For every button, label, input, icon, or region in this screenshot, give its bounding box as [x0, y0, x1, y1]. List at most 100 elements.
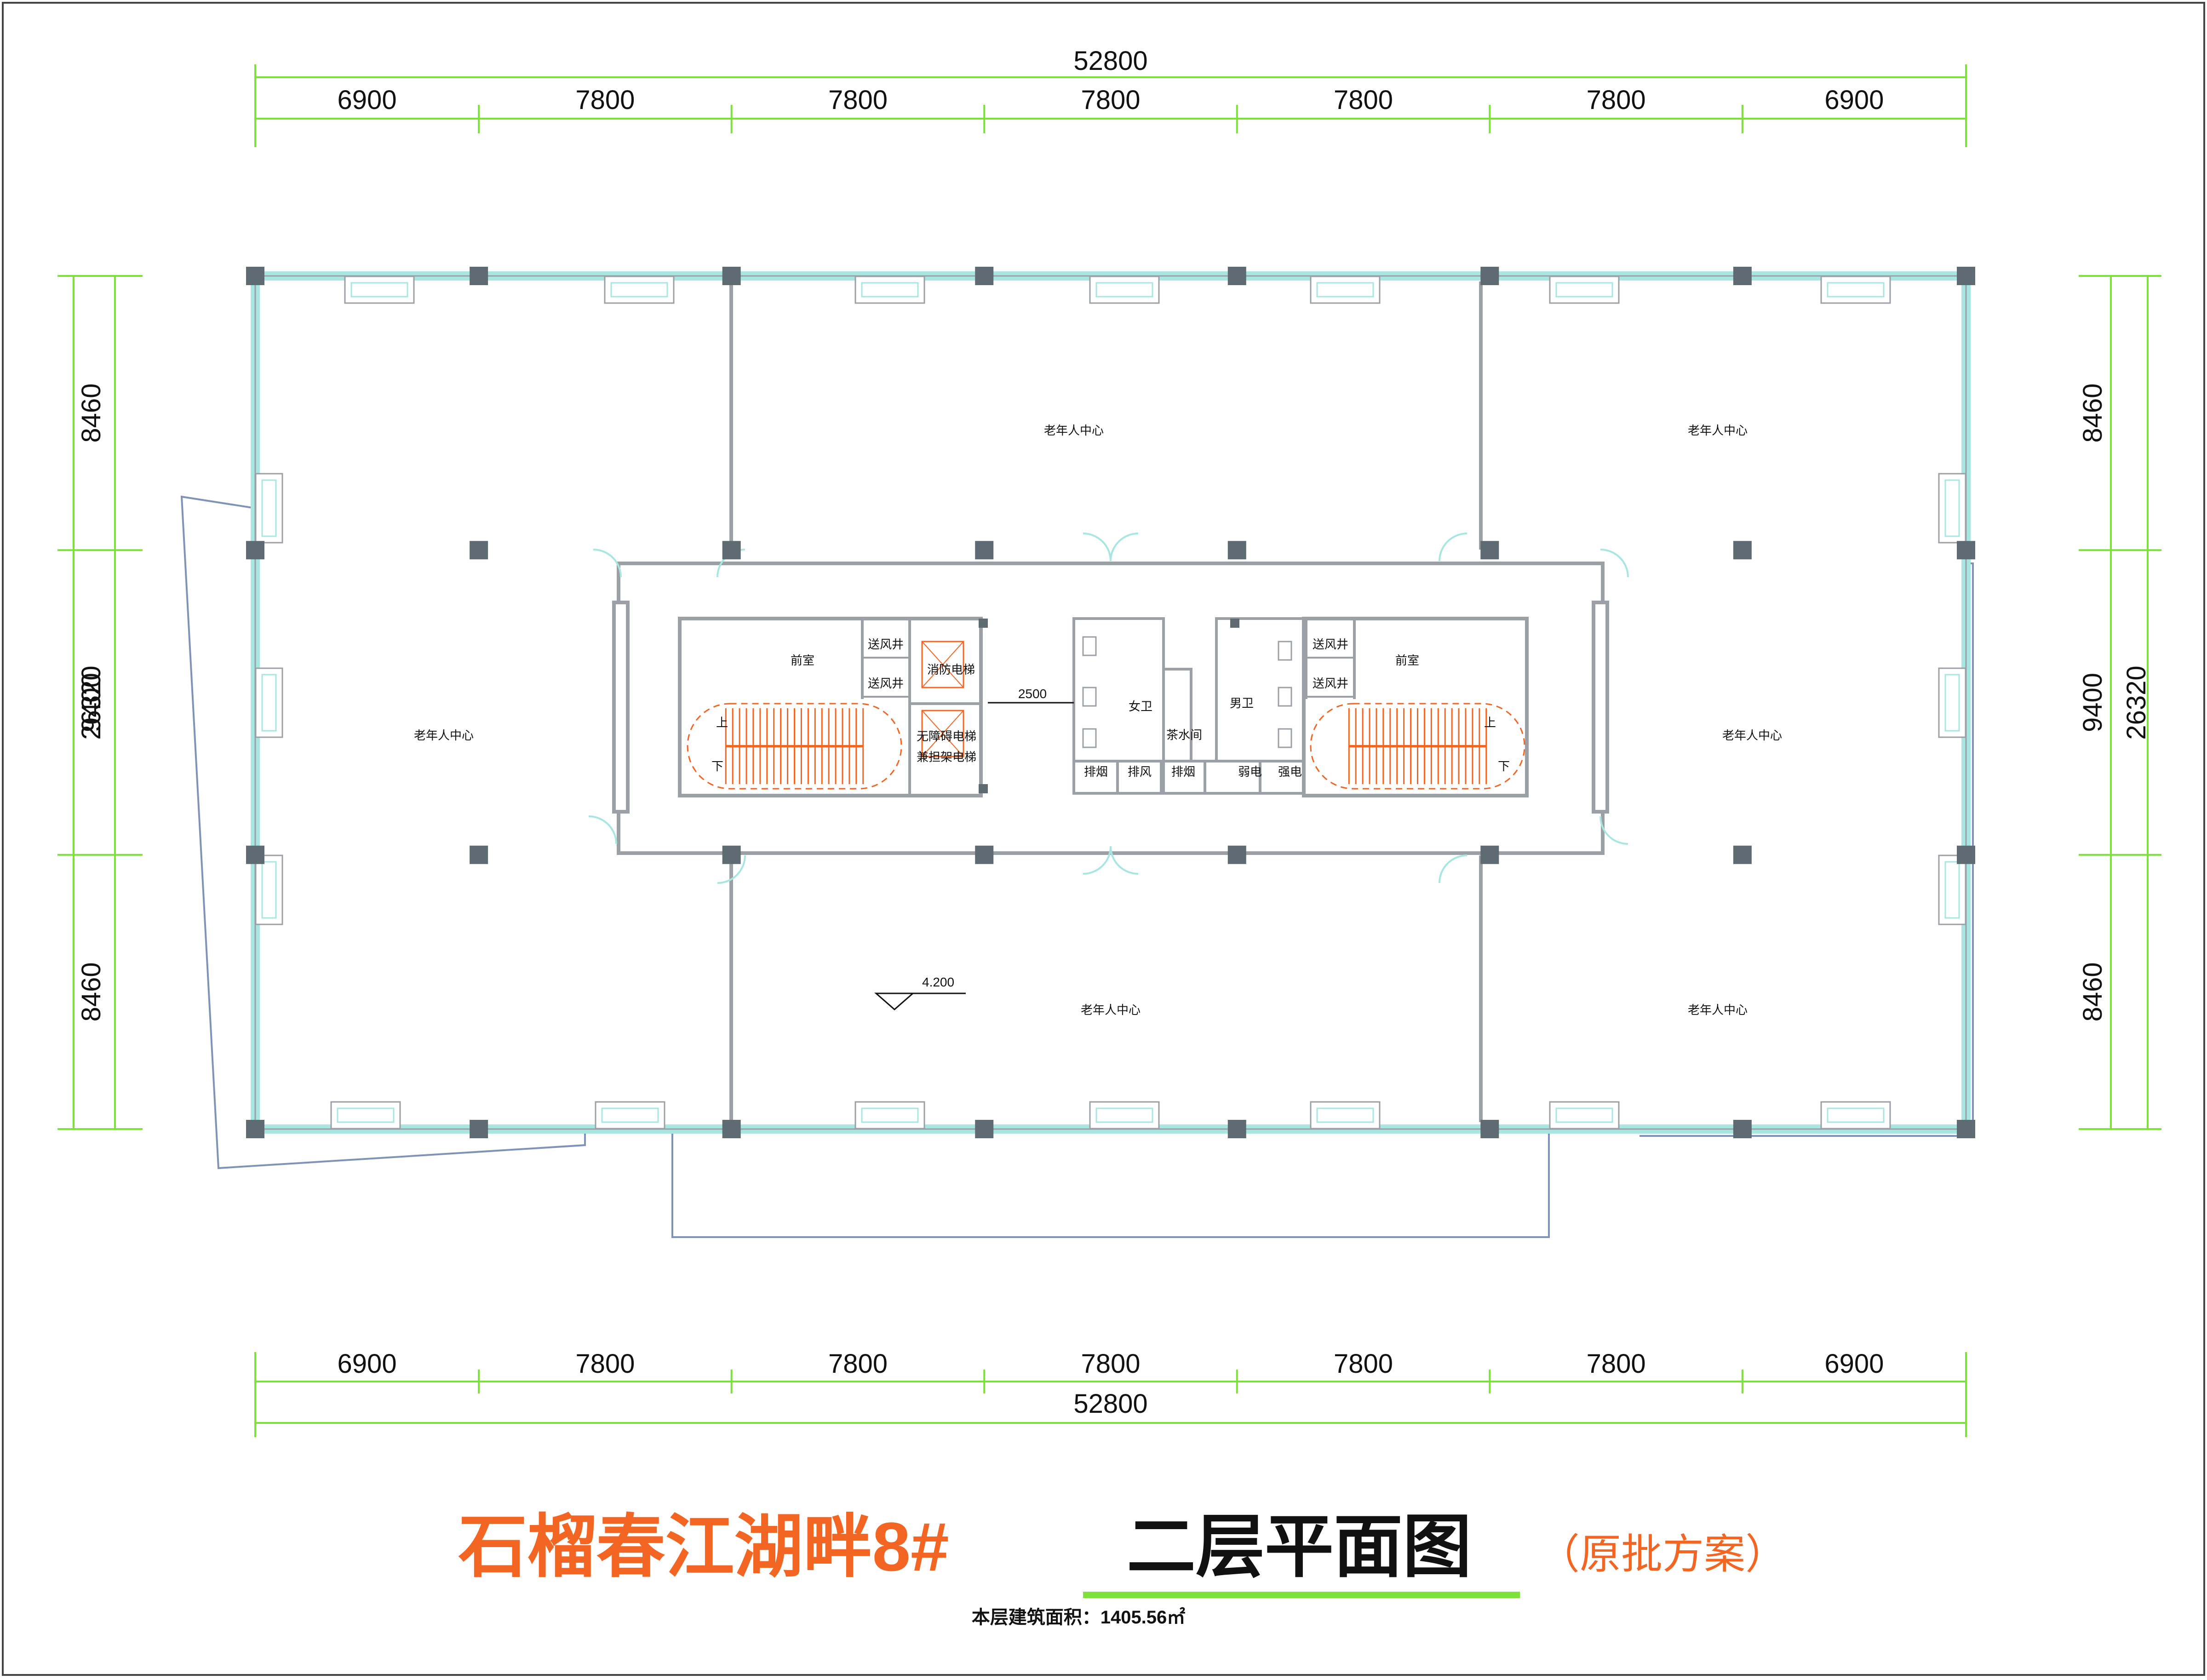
column: [246, 267, 264, 285]
drawing-title-project: 石榴春江湖畔8#: [459, 1508, 949, 1585]
window-bay-bottom: [1089, 1101, 1160, 1130]
room-label-elder-center: 老年人中心: [1688, 424, 1748, 437]
column: [246, 541, 264, 560]
column: [1957, 1120, 1975, 1138]
partition-walls: [729, 281, 1483, 1122]
column: [975, 541, 994, 560]
bay-dimension-label: 7800: [1081, 85, 1140, 115]
column: [722, 845, 741, 864]
column: [1227, 267, 1246, 285]
column: [246, 1120, 264, 1138]
bay-labels-bottom: 6900 7800 7800 7800 7800 7800 6900: [338, 1349, 1884, 1379]
room-label-anteroom: 前室: [1395, 654, 1419, 667]
bay-dimension-label: 7800: [1334, 85, 1393, 115]
stair-up-label: 上: [1484, 716, 1496, 729]
bay-dimension-label: 7800: [1587, 1349, 1646, 1379]
window-bay-bottom: [1310, 1101, 1381, 1130]
bay-dimension-label: 6900: [1824, 85, 1884, 115]
window-bay-right: [1938, 854, 1966, 925]
column: [1227, 845, 1246, 864]
column: [470, 267, 488, 285]
column: [470, 1120, 488, 1138]
window-bay-top: [604, 275, 675, 304]
depth-labels-right: 8460 9400 8460: [2078, 384, 2108, 1022]
depth-dimension-label: 8460: [76, 962, 106, 1021]
column: [722, 267, 741, 285]
room-label-elder-center: 老年人中心: [1722, 728, 1782, 742]
room-label-smoke-exhaust: 排烟: [1084, 765, 1108, 779]
window-bay-bottom: [330, 1101, 401, 1130]
elevation-marker: [874, 992, 966, 1010]
room-label-air-shaft: 送风井: [868, 677, 904, 690]
window-bay-right: [1938, 473, 1966, 544]
bay-dimension-label: 7800: [1334, 1349, 1393, 1379]
bay-dimension-label: 6900: [338, 1349, 397, 1379]
depth-dimension-label: 8460: [2078, 962, 2108, 1021]
room-label-air-shaft: 送风井: [868, 637, 904, 651]
window-bay-bottom: [854, 1101, 925, 1130]
room-label-weak-current: 弱电: [1238, 765, 1262, 779]
room-label-anteroom: 前室: [791, 654, 814, 667]
stair-outline: [1310, 703, 1525, 790]
column: [1957, 845, 1975, 864]
total-depth-right: 26320: [2121, 665, 2151, 740]
room-label-mens-wc: 男卫: [1230, 696, 1254, 710]
bay-dimension-label: 7800: [828, 1349, 888, 1379]
bay-dimension-label: 6900: [1824, 1349, 1884, 1379]
bay-dimension-label: 7800: [828, 85, 888, 115]
window-bay-right: [1938, 667, 1966, 738]
column: [1480, 267, 1499, 285]
stair-down-label: 下: [711, 759, 723, 773]
column: [722, 1120, 741, 1138]
window-bay-top: [1820, 275, 1891, 304]
window-bay-top: [1310, 275, 1381, 304]
window-bay-bottom: [1820, 1101, 1891, 1130]
room-label-air-shaft: 送风井: [1313, 637, 1348, 651]
window-bay-left: [255, 473, 283, 544]
window-bay-top: [854, 275, 925, 304]
dimension-bottom: [254, 1352, 1967, 1437]
column: [1227, 1120, 1246, 1138]
bay-dimension-label: 7800: [1081, 1349, 1140, 1379]
window-bay-left: [255, 667, 283, 738]
bay-dimension-label: 7800: [575, 1349, 635, 1379]
room-label-womens-wc: 女卫: [1129, 700, 1152, 713]
room-label-strong-current: 强电: [1278, 765, 1302, 779]
window-bay-bottom: [1549, 1101, 1620, 1130]
depth-dimension-label: 8460: [2078, 384, 2108, 443]
column: [1227, 541, 1246, 560]
window-bay-top: [344, 275, 415, 304]
bay-dimension-label: 7800: [575, 85, 635, 115]
column: [246, 845, 264, 864]
window-bays: [255, 275, 1966, 1130]
room-label-air-shaft: 送风井: [1313, 677, 1348, 690]
room-label-accessible-elevator: 无障碍电梯: [917, 729, 976, 743]
stair-outline: [687, 703, 902, 790]
column: [975, 1120, 994, 1138]
room-label-elder-center: 老年人中心: [1081, 1003, 1141, 1017]
window-bay-bottom: [595, 1101, 665, 1130]
depth-dimension-label: 8460: [76, 384, 106, 443]
bay-ticks: [57, 105, 2161, 1393]
column: [470, 845, 488, 864]
room-label-elder-center: 老年人中心: [1044, 424, 1104, 437]
column: [975, 845, 994, 864]
window-bay-top: [1549, 275, 1620, 304]
right-core: [1072, 617, 1529, 797]
depth-dimension-label: 9400: [2078, 673, 2108, 732]
bay-dimension-label: 6900: [338, 85, 397, 115]
column: [1957, 541, 1975, 560]
outer-walls: [251, 271, 1971, 1134]
room-label-elder-center: 老年人中心: [1688, 1003, 1748, 1017]
elevation-label: 4.200: [922, 975, 954, 989]
stair-left: [687, 703, 902, 790]
left-core: [678, 617, 988, 797]
column: [1733, 267, 1752, 285]
total-width-top: 52800: [1073, 46, 1147, 76]
stair-up-label: 上: [716, 716, 728, 729]
